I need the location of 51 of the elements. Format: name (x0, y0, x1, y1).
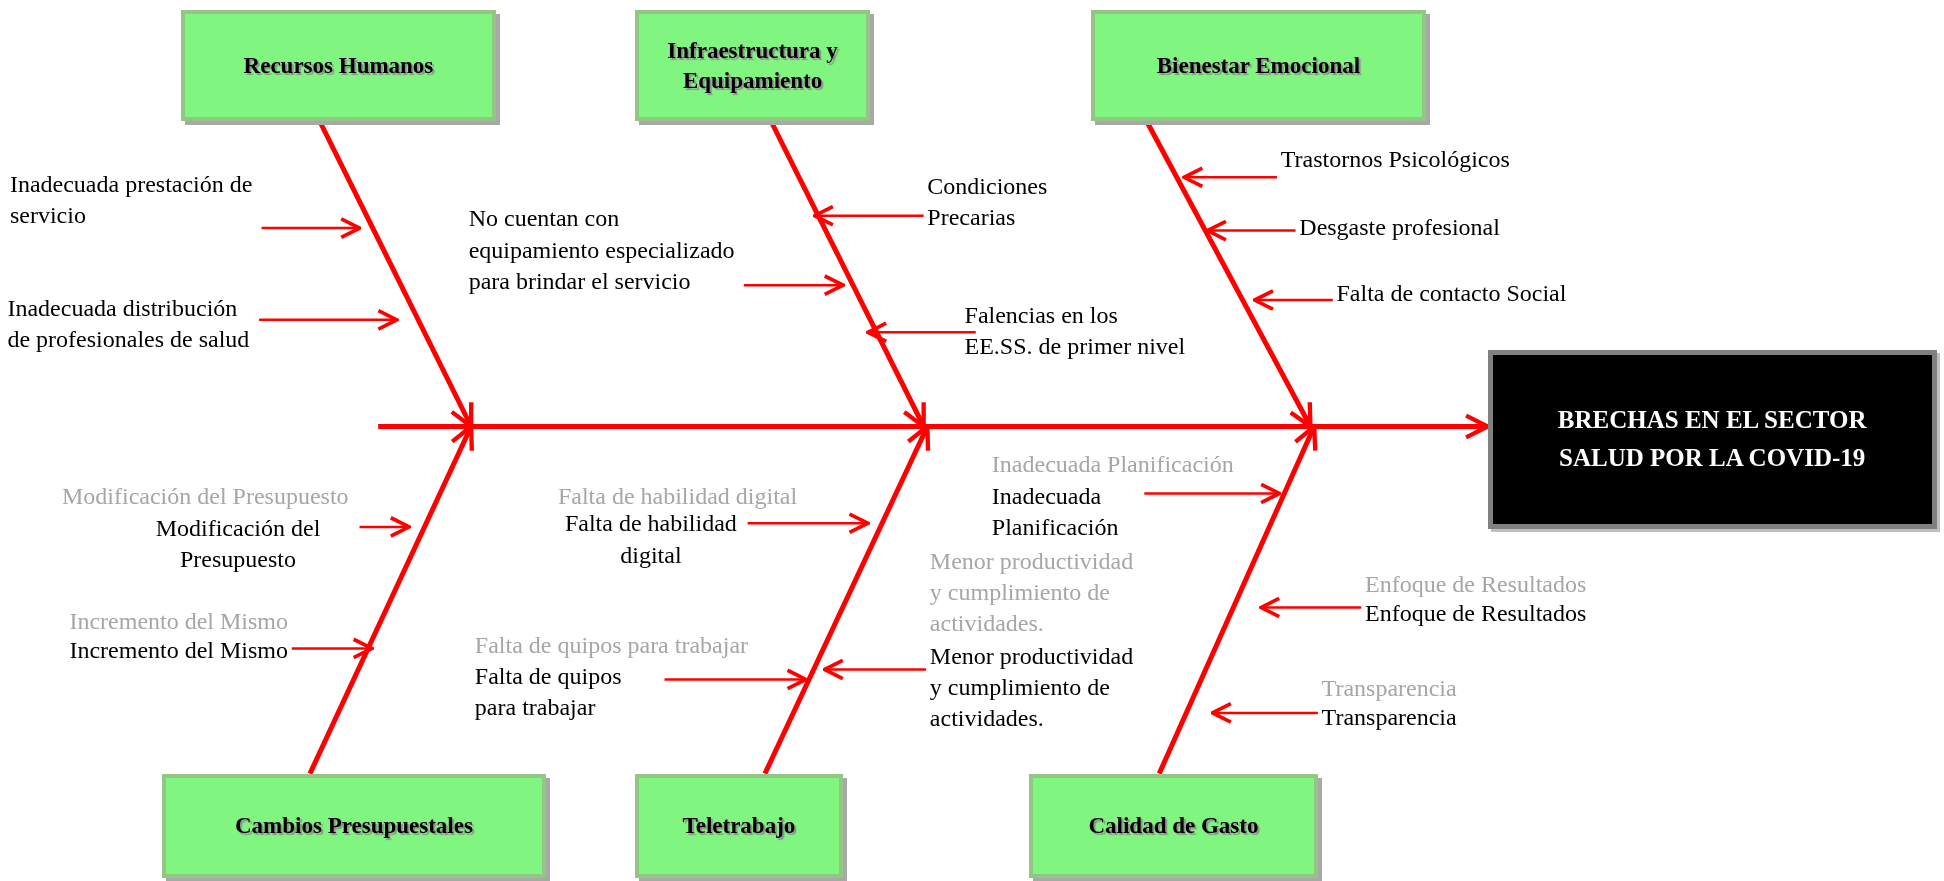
category-title: Bienestar Emocional (1156, 51, 1361, 80)
cause-text: Falta de contacto Social (1336, 278, 1567, 308)
cause-arrow (1259, 596, 1362, 619)
faded-text: Menor productividad y cumplimiento de actividades. (929, 546, 1135, 638)
cause-text: Inadecuada Planificación (991, 482, 1120, 543)
cause-arrow (291, 637, 374, 660)
cause-arrow (743, 274, 845, 297)
cause-text: Desgaste profesional (1299, 213, 1500, 242)
faded-text: Modificación del Presupuesto (62, 482, 350, 512)
cause-text: Falta de habilidad digital (563, 509, 738, 570)
cause-text: Trastornos Psicológicos (1280, 144, 1510, 174)
effect-box (1487, 349, 1937, 530)
cause-arrow (866, 321, 976, 344)
cause-text: Enfoque de Resultados (1365, 598, 1587, 628)
cause-arrow (359, 515, 411, 538)
faded-text: Inadecuada Planificación (991, 449, 1235, 479)
effect-title: BRECHAS EN EL SECTOR SALUD POR LA COVID-19 (1556, 404, 1868, 474)
cause-text: Condiciones Precarias (927, 172, 1049, 233)
cause-arrow (1210, 701, 1318, 724)
cause-arrow (1182, 166, 1277, 189)
cause-arrow (812, 204, 924, 227)
category-title: Calidad de Gasto (1088, 811, 1259, 840)
cause-arrow (1144, 482, 1282, 505)
category-title: Teletrabajo (682, 811, 796, 840)
cause-arrow (1205, 219, 1296, 242)
cause-text: Menor productividad y cumplimiento de actividades. (929, 641, 1135, 734)
category-title: Recursos Humanos (243, 51, 434, 80)
cause-text: Inadecuada prestación de servicio (9, 169, 254, 230)
cause-arrow (259, 308, 399, 331)
cause-text: Falta de quipos para trabajar (474, 661, 623, 722)
cause-text: Incremento del Mismo (69, 635, 289, 665)
cause-text: Falencias en los EE.SS. de primer nivel (964, 301, 1187, 362)
faded-text: Falta de quipos para trabajar (474, 630, 750, 660)
cause-arrow (1252, 289, 1333, 312)
cause-arrow (747, 512, 870, 535)
category-title: Cambios Presupuestales (235, 811, 473, 840)
faded-text: Falta de habilidad digital (557, 482, 799, 512)
cause-text: Inadecuada distribución de profesionales de salud (7, 293, 251, 354)
bone-arrow (378, 413, 1490, 440)
faded-text: Transparencia (1321, 674, 1458, 704)
category-box (634, 773, 844, 878)
faded-text: Incremento del Mismo (69, 607, 290, 637)
category-box (634, 9, 871, 122)
cause-text: Modificación del Presupuesto (154, 514, 322, 575)
cause-arrow (261, 217, 362, 240)
cause-arrow (664, 668, 808, 691)
cause-arrow (822, 658, 927, 681)
cause-text: Transparencia (1321, 702, 1457, 732)
cause-text: No cuentan con equipamiento especializado para brindar el servicio (468, 204, 736, 296)
category-title: Infraestructura y Equipamiento (666, 36, 839, 95)
faded-text: Enfoque de Resultados (1365, 570, 1588, 600)
